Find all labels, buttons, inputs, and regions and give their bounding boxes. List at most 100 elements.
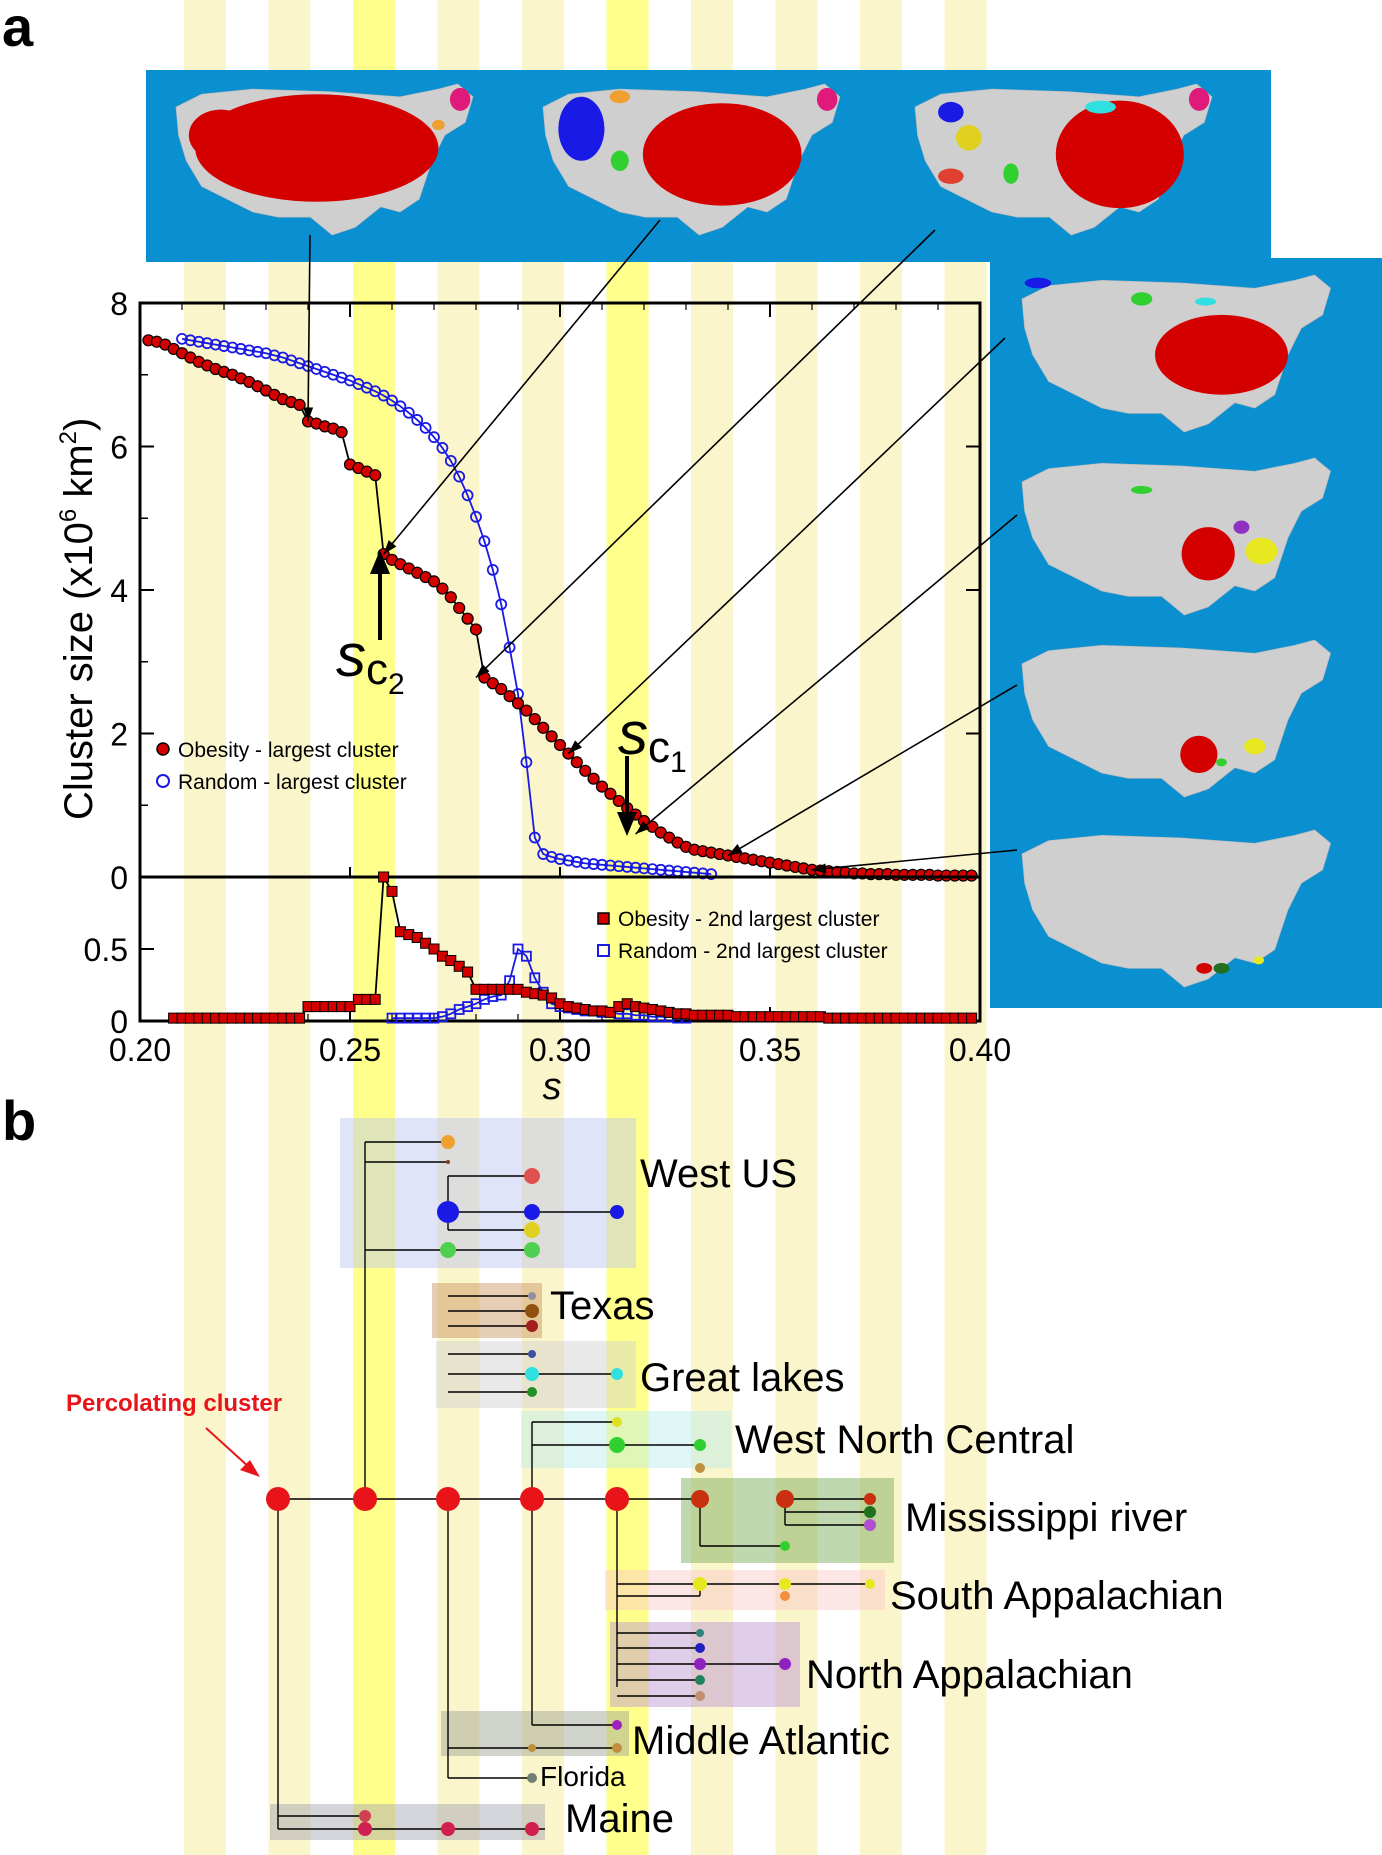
node-west-green-2 [524,1242,540,1258]
point-random-largest [596,858,608,871]
point-obesity-largest [520,704,533,717]
map-4-cluster-cyan [1194,297,1217,306]
y-tick-label-top-3: 6 [110,430,128,466]
point-random-largest [612,860,625,873]
series-line-random-2nd [392,947,686,1020]
map-7-land [1021,829,1331,988]
x-tick-label-2: 0.30 [529,1032,591,1068]
point-random-largest [495,598,508,611]
box-south-appalachian [605,1570,885,1610]
box-west-north-central [521,1411,731,1468]
map-1 [175,83,474,236]
legend-label-random-2nd: Random - 2nd largest cluster [618,940,888,963]
point-random-largest [621,861,634,873]
connector-arrow-3 [568,740,582,754]
point-obesity-largest [587,772,600,785]
point-random-largest [579,857,592,870]
point-random-largest [209,338,222,351]
point-obesity-largest [495,682,508,696]
point-obesity-largest [486,677,499,690]
stripe-8 [860,0,902,1855]
map-5 [1021,457,1331,616]
node-percolating-4 [520,1487,544,1511]
map-5-cluster-purple [1233,520,1250,534]
y-tick-label-top-1: 2 [110,717,128,753]
label-west-north-central: West North Central [735,1418,1074,1462]
point-random-largest [638,862,650,875]
point-obesity-largest [503,690,516,703]
x-tick-label-0: 0.20 [109,1032,171,1068]
map-2-cluster-maine [816,87,838,111]
map-2-cluster-orange [609,90,631,104]
map-4-cluster-green [1131,292,1153,306]
point-obesity-largest [469,623,483,636]
node-maine-3 [441,1822,455,1836]
y-tick-label-bottom-0: 0 [110,1004,128,1040]
map-4 [1021,274,1331,433]
map-2-cluster-green [610,150,629,172]
map-6 [1021,639,1331,798]
node-texas-2 [525,1304,539,1318]
legend-label-random: Random - largest cluster [178,771,407,794]
legend-label-obesity: Obesity - largest cluster [178,739,399,762]
point-random-largest [503,641,516,654]
node-percolating-2 [353,1487,377,1511]
map-2-cluster-blue [558,96,605,161]
point-obesity-largest [436,582,449,595]
stripe-3 [437,0,480,1855]
point-obesity-largest [427,575,441,588]
x-tick-label-3: 0.35 [739,1032,801,1068]
point-obesity-2nd [386,885,398,897]
point-obesity-largest [604,787,617,800]
point-random-largest [545,851,558,863]
connector-line-3 [567,337,1006,755]
cluster-tree [205,1118,894,1840]
legend-marker-random [156,774,170,788]
map-5-cluster-yellow [1245,537,1278,565]
connector-arrow-2 [476,664,490,678]
map-3-cluster-red [1055,100,1184,209]
point-random-largest [646,863,659,876]
map-3-cluster-cyan [1085,100,1116,114]
node-miss-2 [776,1490,794,1508]
map-7-cluster-red [1196,963,1213,974]
point-obesity-largest [293,398,306,411]
arrow-sc2-head [370,550,390,574]
point-obesity-largest [528,713,541,726]
map-2 [542,83,841,236]
connector-arrow-0 [303,407,314,422]
node-na-5 [695,1675,705,1685]
point-random-largest [201,337,214,350]
map-7-cluster-darkgreen [1213,963,1230,974]
x-tick-label-4: 0.40 [949,1032,1011,1068]
map-5-cluster-red [1181,527,1235,581]
legend-marker-obesity [156,742,170,756]
point-random-largest [243,344,256,357]
point-random-largest [453,470,466,483]
node-na-1 [696,1629,704,1637]
label-middle-atlantic: Middle Atlantic [632,1719,890,1763]
node-west-green-1 [440,1242,456,1258]
node-ma-3 [528,1744,536,1752]
point-random-largest [604,859,617,872]
y-tick-label-top-2: 4 [110,573,128,609]
node-sa-1 [693,1577,707,1591]
point-random-largest [419,421,432,434]
node-percolating-5 [605,1487,629,1511]
map-3 [914,83,1213,236]
point-obesity-2nd [378,871,390,883]
label-south-appalachian: South Appalachian [890,1574,1224,1618]
node-na-2 [695,1643,705,1653]
connector-line-0 [307,234,311,422]
map-1-cluster-orange [432,119,445,131]
connector-line-5 [727,684,1018,857]
point-obesity-largest [579,764,592,777]
point-obesity-largest [537,721,550,734]
node-miss-6 [780,1541,790,1551]
node-miss-4 [864,1506,876,1518]
label-great-lakes: Great lakes [640,1356,845,1400]
label-mississippi-river: Mississippi river [905,1496,1187,1540]
point-obesity-largest [545,730,558,743]
legend-label-obesity-2nd: Obesity - 2nd largest cluster [618,908,879,931]
